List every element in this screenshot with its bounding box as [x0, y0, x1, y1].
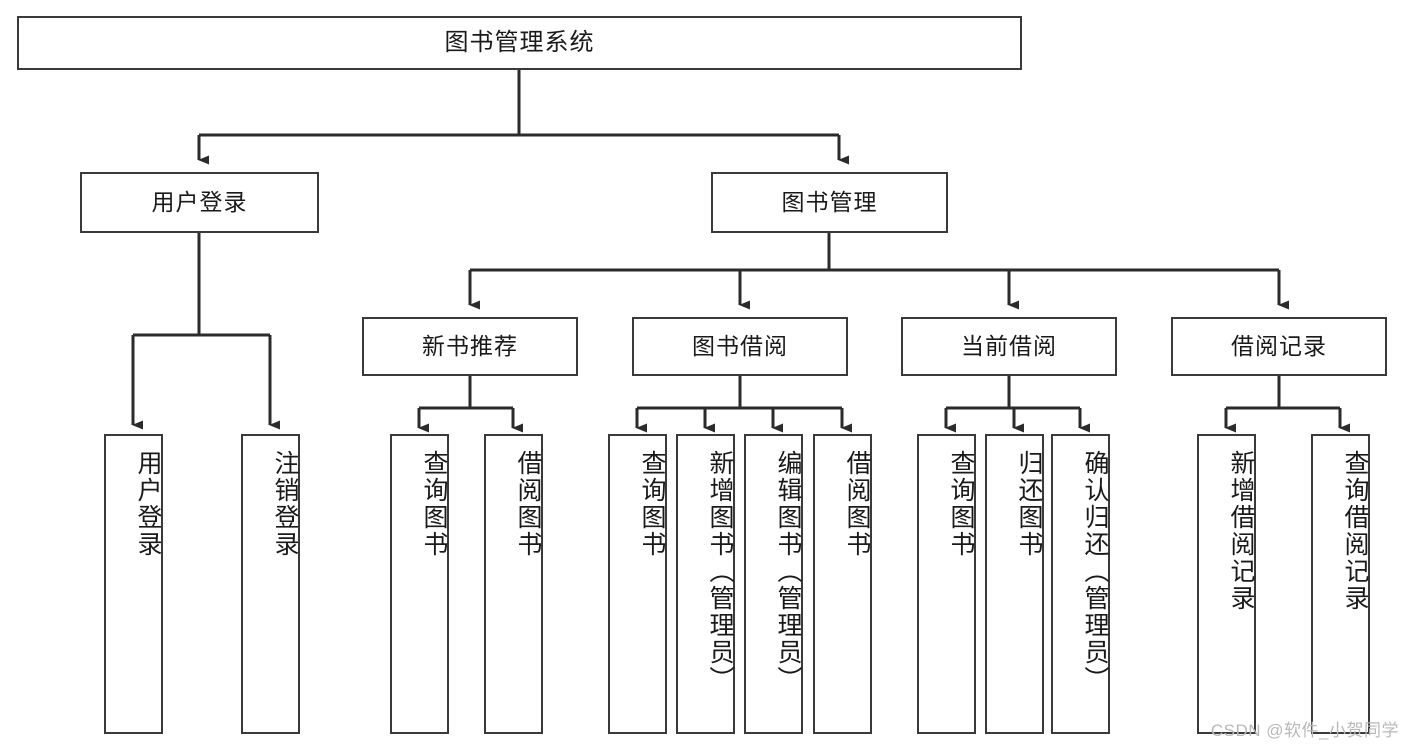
- leaf-current-return-book[interactable]: 归还图书: [985, 434, 1044, 734]
- leaf-records-add-record[interactable]: 新增借阅记录: [1197, 434, 1256, 734]
- node-label: 当前借阅: [961, 332, 1057, 359]
- node-book-management[interactable]: 图书管理: [711, 172, 948, 233]
- node-label: 图书管理系统: [444, 28, 595, 56]
- leaf-current-query-book[interactable]: 查询图书: [917, 434, 976, 734]
- node-borrow-records[interactable]: 借阅记录: [1171, 317, 1387, 376]
- node-label: 用户登录: [151, 188, 248, 215]
- node-label: 查询借阅记录: [1341, 450, 1369, 612]
- leaf-borrow-add-book-admin[interactable]: 新增图书（管理员）: [676, 434, 735, 734]
- node-book-borrow[interactable]: 图书借阅: [632, 317, 848, 376]
- node-label: 注销登录: [271, 450, 299, 558]
- node-label: 新增借阅记录: [1227, 450, 1255, 612]
- node-label: 借阅图书: [843, 450, 871, 558]
- leaf-borrow-borrow-book[interactable]: 借阅图书: [813, 434, 872, 734]
- node-label: 借阅图书: [514, 450, 542, 558]
- node-label: 编辑图书（管理员）: [774, 450, 802, 693]
- node-current-borrow[interactable]: 当前借阅: [901, 317, 1117, 376]
- leaf-user-login[interactable]: 用户登录: [104, 434, 163, 734]
- node-label: 查询图书: [638, 450, 666, 558]
- leaf-current-confirm-return-admin[interactable]: 确认归还（管理员）: [1051, 434, 1110, 734]
- leaf-recommend-borrow-book[interactable]: 借阅图书: [484, 434, 543, 734]
- node-label: 查询图书: [947, 450, 975, 558]
- node-label: 新增图书（管理员）: [706, 450, 734, 693]
- watermark-text: CSDN @软件_小贺同学: [1210, 721, 1399, 740]
- node-label: 图书借阅: [692, 332, 788, 359]
- node-root-system[interactable]: 图书管理系统: [17, 16, 1022, 70]
- leaf-logout[interactable]: 注销登录: [241, 434, 300, 734]
- node-label: 新书推荐: [422, 332, 518, 359]
- leaf-borrow-edit-book-admin[interactable]: 编辑图书（管理员）: [744, 434, 803, 734]
- node-label: 确认归还（管理员）: [1081, 450, 1109, 693]
- leaf-recommend-query-book[interactable]: 查询图书: [390, 434, 449, 734]
- node-label: 查询图书: [420, 450, 448, 558]
- node-new-book-recommend[interactable]: 新书推荐: [362, 317, 578, 376]
- node-label: 借阅记录: [1231, 332, 1327, 359]
- node-label: 图书管理: [781, 188, 878, 215]
- node-label: 归还图书: [1015, 450, 1043, 558]
- node-user-login[interactable]: 用户登录: [80, 172, 319, 233]
- node-label: 用户登录: [134, 450, 162, 558]
- leaf-records-query-record[interactable]: 查询借阅记录: [1311, 434, 1370, 734]
- leaf-borrow-query-book[interactable]: 查询图书: [608, 434, 667, 734]
